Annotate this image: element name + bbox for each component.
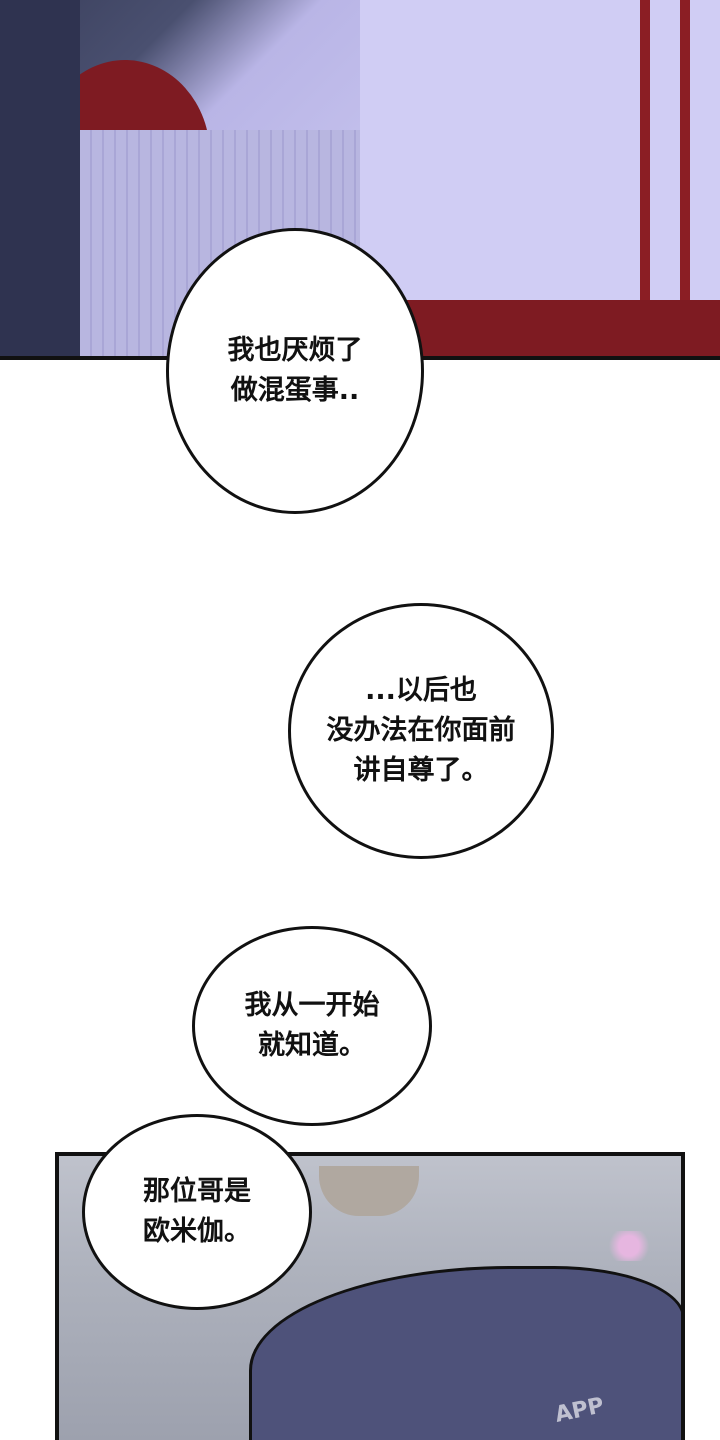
red-stripe: [680, 0, 690, 300]
speech-bubble-4: 那位哥是 欧米伽。: [82, 1114, 312, 1310]
speech-bubble-1: 我也厌烦了 做混蛋事..: [166, 228, 424, 514]
flowers: [599, 1231, 659, 1261]
white-jacket: [360, 0, 720, 300]
dark-shadow: [0, 0, 80, 356]
red-hem: [380, 300, 720, 356]
flower-pot: [319, 1166, 419, 1216]
red-stripe: [640, 0, 650, 300]
comic-panel-garden: [55, 1152, 685, 1440]
character-hair: [249, 1266, 681, 1440]
comic-panel-gown: [0, 0, 720, 360]
speech-bubble-2: ...以后也 没办法在你面前 讲自尊了。: [288, 603, 554, 859]
speech-bubble-3: 我从一开始 就知道。: [192, 926, 432, 1126]
